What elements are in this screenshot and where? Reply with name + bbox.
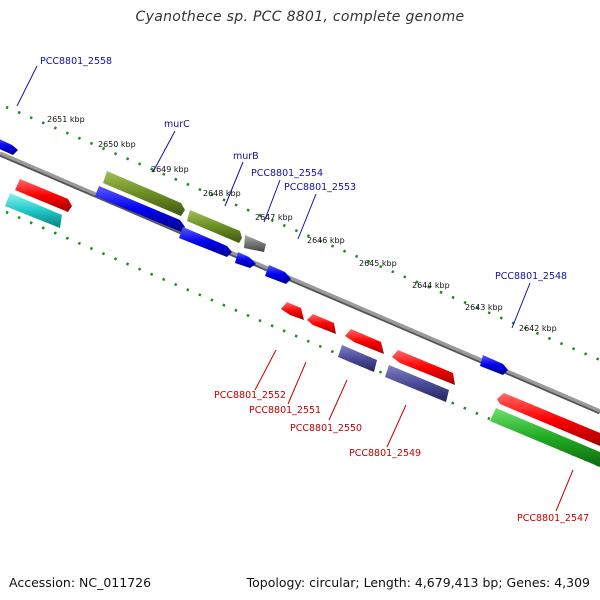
leader-pcc8801-2551 — [287, 361, 307, 405]
leader-murb — [224, 161, 244, 207]
gene-red-far-right — [497, 393, 600, 446]
gene-pcc8801-2548-arrow — [480, 355, 508, 375]
leader-pcc8801-2553 — [297, 193, 317, 240]
leader-pcc8801-2548 — [511, 282, 531, 329]
kbp-label-2650: 2650 kbp — [98, 140, 136, 149]
leader-pcc8801-2547 — [555, 469, 574, 512]
gene-label-pcc8801-2547: PCC8801_2547 — [517, 513, 589, 524]
gene-blue-row-3 — [235, 252, 256, 268]
kbp-label-2642: 2642 kbp — [519, 324, 557, 333]
gene-label-pcc8801-2550: PCC8801_2550 — [290, 423, 362, 434]
gene-red-left — [15, 179, 72, 212]
gene-label-pcc8801-2554: PCC8801_2554 — [251, 168, 323, 179]
gene-label-pcc8801-2551: PCC8801_2551 — [249, 405, 321, 416]
gene-label-pcc8801-2558: PCC8801_2558 — [40, 56, 112, 67]
kbp-label-2648: 2648 kbp — [203, 189, 241, 198]
gene-labels-bottom: PCC8801_2552 PCC8801_2551 PCC8801_2550 P… — [214, 390, 589, 524]
strand-genes — [5, 179, 291, 284]
kbp-label-2644: 2644 kbp — [412, 281, 450, 290]
gene-pcc8801-2554-arrow — [244, 235, 266, 252]
gene-murc-arrow — [103, 171, 185, 216]
gene-murb-arrow — [187, 210, 242, 243]
leader-pcc8801-2558 — [16, 65, 38, 107]
gene-label-murc: murC — [164, 119, 190, 130]
gene-pcc8801-2553-arrow — [265, 265, 291, 284]
gene-label-pcc8801-2552: PCC8801_2552 — [214, 390, 286, 401]
leader-pcc8801-2549 — [386, 404, 407, 448]
gene-red-right — [392, 350, 455, 385]
gene-blue-row-2 — [179, 227, 232, 257]
kbp-label-2643: 2643 kbp — [465, 303, 503, 312]
gene-cyan-left — [5, 193, 62, 228]
gene-label-murb: murB — [233, 151, 259, 162]
kbp-label-2645: 2645 kbp — [359, 259, 397, 268]
upper-leader-lines — [16, 65, 531, 329]
lower-leader-lines — [254, 349, 574, 512]
reverse-genes — [281, 302, 600, 467]
map-title: Cyanothece sp. PCC 8801, complete genome — [135, 9, 465, 25]
kbp-labels: 2651 kbp 2650 kbp 2649 kbp 2648 kbp 2647… — [47, 115, 557, 333]
gene-pcc8801-2549-arrow — [385, 365, 449, 402]
gene-pcc8801-2552-arrow — [281, 302, 304, 320]
kbp-label-2647: 2647 kbp — [255, 213, 293, 222]
accession-text: Accession: NC_011726 — [9, 575, 152, 590]
gene-labels-top: PCC8801_2558 murC murB PCC8801_2554 PCC8… — [40, 56, 567, 282]
gene-label-pcc8801-2548: PCC8801_2548 — [495, 271, 567, 282]
gene-pcc8801-2550-arrow — [338, 345, 377, 372]
gene-pcc8801-2547-arrow — [490, 408, 600, 467]
upper-tick-track — [5, 105, 600, 362]
gene-label-pcc8801-2553: PCC8801_2553 — [284, 182, 356, 193]
gene-pcc8801-2558-arrow — [0, 139, 18, 155]
leader-pcc8801-2554 — [263, 179, 281, 223]
leader-murc — [152, 130, 176, 173]
gene-red-mid — [345, 329, 384, 354]
kbp-label-2649: 2649 kbp — [151, 165, 189, 174]
gene-blue-row-1 — [95, 186, 185, 232]
leader-pcc8801-2552 — [254, 349, 277, 391]
gene-pcc8801-2551-arrow — [307, 314, 336, 334]
forward-genes — [0, 139, 508, 375]
kbp-label-2651: 2651 kbp — [47, 115, 85, 124]
gene-label-pcc8801-2549: PCC8801_2549 — [349, 448, 421, 459]
genome-summary-text: Topology: circular; Length: 4,679,413 bp… — [246, 575, 590, 590]
leader-pcc8801-2550 — [328, 379, 348, 421]
kbp-label-2646: 2646 kbp — [307, 236, 345, 245]
